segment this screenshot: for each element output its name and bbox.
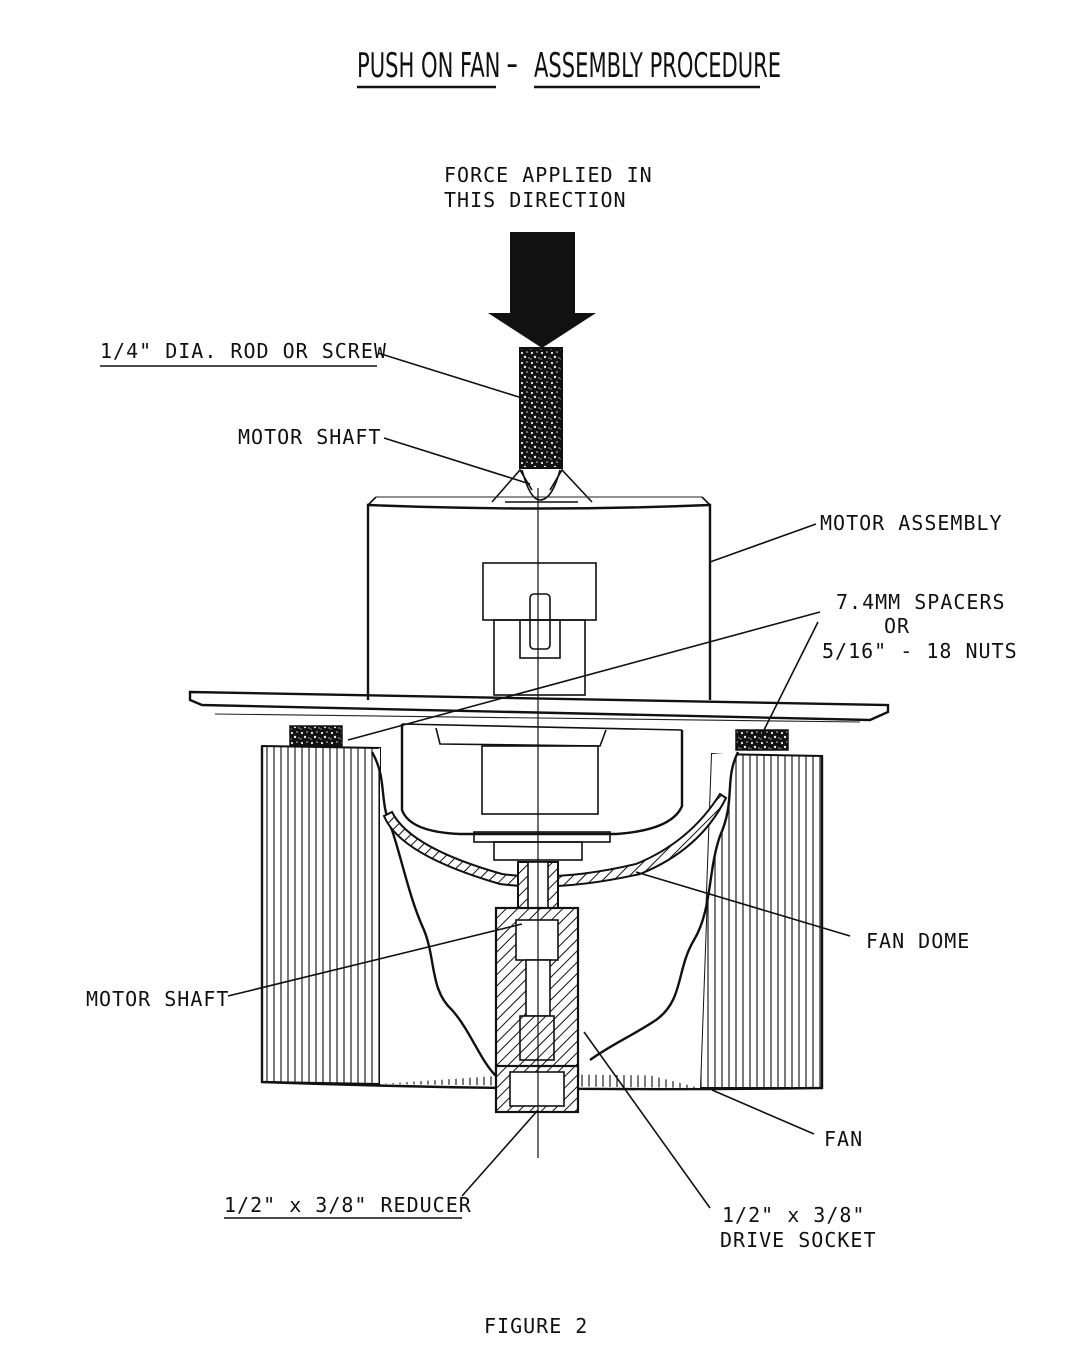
top-motor-shaft-tip [491, 468, 593, 503]
mounting-plate [188, 690, 890, 723]
motor-assembly-label: MOTOR ASSEMBLY [820, 511, 1003, 535]
reducer [494, 1064, 580, 1114]
motor-shaft-bottom-label: MOTOR SHAFT [86, 987, 229, 1011]
spacers-label-line3: 5/16" - 18 NUTS [822, 639, 1018, 663]
socket-label-line1: 1/2" x 3/8" [722, 1203, 865, 1227]
fan-dome [382, 792, 728, 888]
figure-caption: FIGURE 2 [484, 1314, 588, 1338]
spacer-left [289, 725, 343, 747]
title-part2: ASSEMBLY PROCEDURE [534, 46, 781, 86]
motor-hub [400, 723, 684, 861]
page-title: PUSH ON FAN - ASSEMBLY PROCEDURE [357, 44, 781, 89]
motor-shaft-top-label: MOTOR SHAFT [238, 425, 381, 449]
spacers-label-line2: OR [884, 614, 910, 638]
title-dash: - [506, 44, 518, 84]
down-arrow-icon [488, 232, 596, 348]
rod [519, 347, 563, 469]
title-part1: PUSH ON FAN [357, 46, 500, 86]
rod-label: 1/4" DIA. ROD OR SCREW [100, 339, 387, 363]
drive-socket [494, 861, 580, 1078]
spacers-label-line1: 7.4MM SPACERS [836, 590, 1006, 614]
force-label-line1: FORCE APPLIED IN [444, 163, 653, 187]
fan-dome-label: FAN DOME [866, 929, 970, 953]
fan-label: FAN [824, 1127, 863, 1151]
force-label-line2: THIS DIRECTION [444, 188, 627, 212]
spacer-right [735, 729, 789, 751]
leader-lines [227, 352, 851, 1209]
reducer-label: 1/2" x 3/8" REDUCER [224, 1193, 472, 1217]
socket-label-line2: DRIVE SOCKET [720, 1228, 877, 1252]
fan [260, 744, 824, 1091]
motor-assembly [366, 496, 712, 700]
